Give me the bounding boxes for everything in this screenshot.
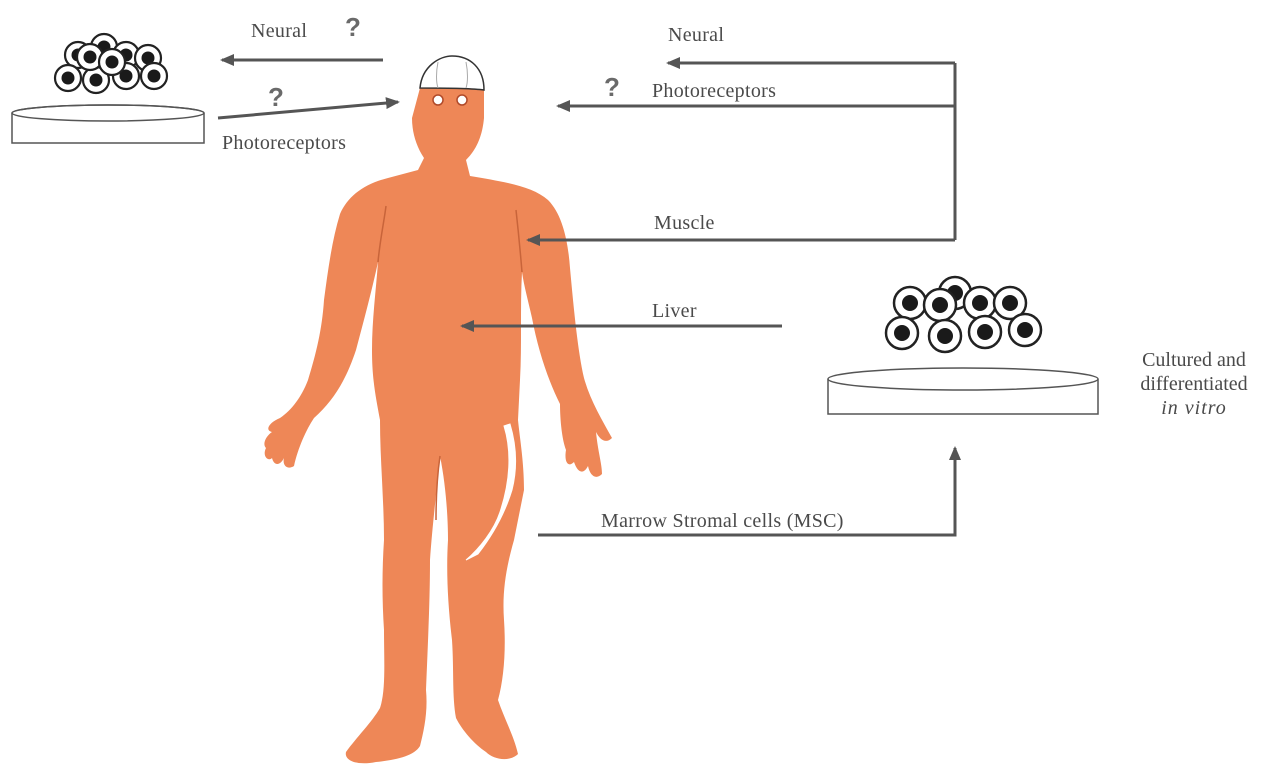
label-liver: Liver — [652, 300, 697, 323]
culture-note-line2: differentiated — [1126, 372, 1262, 396]
label-photoreceptors-right: Photoreceptors — [652, 80, 776, 103]
culture-note-line1: Cultured and — [1126, 348, 1262, 372]
label-msc: Marrow Stromal cells (MSC) — [601, 510, 844, 533]
cell-cluster-right — [886, 277, 1041, 352]
label-neural-left: Neural — [251, 20, 307, 43]
petri-dish-right — [828, 368, 1098, 414]
human-body-silhouette — [264, 56, 612, 763]
arrow-photoreceptors-left — [218, 102, 398, 118]
cell-cluster-left — [55, 34, 167, 93]
petri-dish-left — [12, 105, 204, 143]
question-mark-neural-left: ? — [345, 12, 361, 43]
question-mark-photoreceptors-right: ? — [604, 72, 620, 103]
label-muscle: Muscle — [654, 212, 715, 235]
label-neural-right: Neural — [668, 24, 724, 47]
question-mark-photoreceptors-left: ? — [268, 82, 284, 113]
culture-note: Cultured and differentiated in vitro — [1126, 348, 1262, 420]
culture-note-line3: in vitro — [1126, 396, 1262, 420]
label-photoreceptors-left: Photoreceptors — [222, 132, 346, 155]
